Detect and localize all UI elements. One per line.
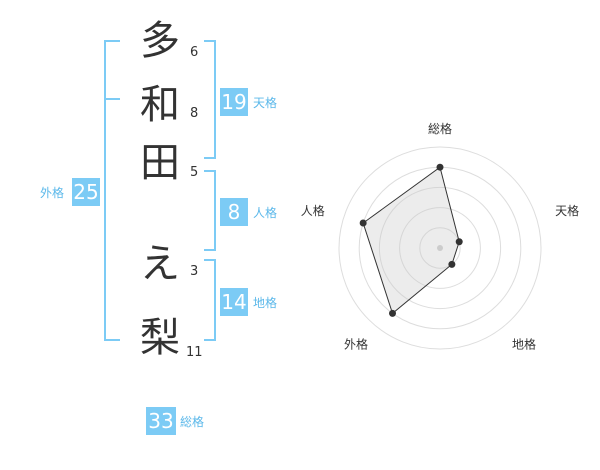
gaikaku-bracket-tick <box>104 98 120 100</box>
radar-point-2 <box>455 238 463 246</box>
chikaku-badge: 14 <box>220 288 248 316</box>
name-char-1: 多 <box>140 18 180 64</box>
radar-point-5 <box>359 219 367 227</box>
name-char-2: 和 <box>140 82 180 128</box>
stroke-count-3: 5 <box>190 165 199 180</box>
soukaku-label: 総格 <box>180 415 205 429</box>
gaikaku-bracket <box>104 40 120 341</box>
radar-ring <box>419 227 461 269</box>
radar-axis-label-3: 地格 <box>512 336 536 351</box>
chikaku-label: 地格 <box>253 296 278 310</box>
chikaku-bracket <box>204 259 216 341</box>
radar-axis-label-2: 天格 <box>555 203 579 218</box>
tenkaku-bracket <box>204 40 216 159</box>
radar-ring <box>378 186 502 310</box>
radar-axis-label-4: 外格 <box>344 336 368 351</box>
tenkaku-badge: 19 <box>220 88 248 116</box>
name-char-4: え <box>140 241 180 287</box>
name-char-5: 梨 <box>140 315 180 361</box>
stroke-count-2: 8 <box>190 106 199 121</box>
soukaku-badge: 33 <box>146 407 176 435</box>
stroke-count-4: 3 <box>190 264 199 279</box>
radar-point-1 <box>436 163 444 171</box>
radar-area <box>362 166 460 315</box>
radar-axis-label-5: 人格 <box>301 203 325 218</box>
radar-ring <box>399 207 481 289</box>
gaikaku-label: 外格 <box>40 186 65 200</box>
radar-point-3 <box>448 260 456 268</box>
radar-point-4 <box>389 309 397 317</box>
radar-axis-label-1: 総格 <box>428 121 452 136</box>
jinkaku-bracket <box>204 170 216 251</box>
jinkaku-label: 人格 <box>253 206 278 220</box>
tenkaku-label: 天格 <box>253 96 278 110</box>
gaikaku-badge: 25 <box>72 178 100 206</box>
jinkaku-badge: 8 <box>220 198 248 226</box>
stroke-count-1: 6 <box>190 45 199 60</box>
stroke-count-5: 11 <box>186 345 203 360</box>
name-char-3: 田 <box>140 140 180 186</box>
radar-center <box>437 245 443 251</box>
